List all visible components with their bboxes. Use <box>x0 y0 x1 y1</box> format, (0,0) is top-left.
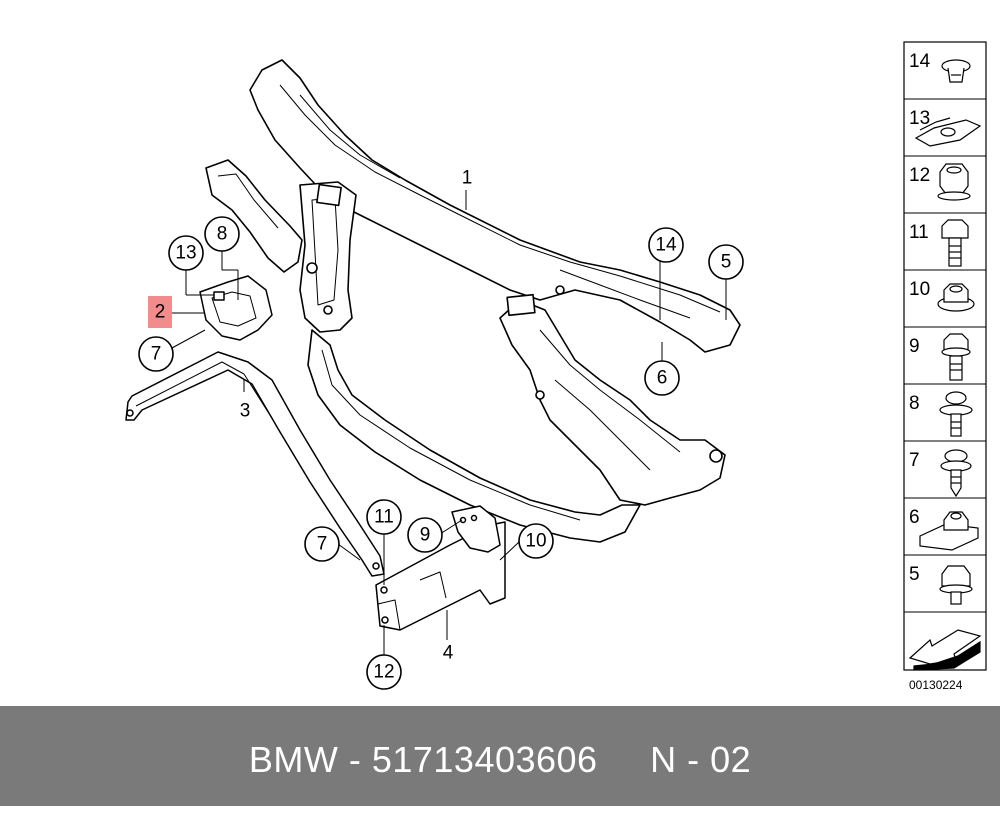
legend-item-8: 8 <box>909 391 973 437</box>
legend-item-14: 14 <box>909 51 971 83</box>
callout-6: 6 <box>644 360 680 396</box>
parts-diagram: 5 6 7 7 8 9 10 11 12 13 14 2 <box>125 41 987 690</box>
legend-item-7: 7 <box>909 449 972 498</box>
footer-bar: BMW - 51713403606 N - 02 <box>0 706 1000 806</box>
svg-text:13: 13 <box>175 243 196 264</box>
flange-nut-icon <box>937 283 975 312</box>
callout-7-lower: 7 <box>304 526 340 562</box>
diagram-id: 00130224 <box>909 678 963 692</box>
svg-text:6: 6 <box>909 507 920 528</box>
svg-text:13: 13 <box>909 108 930 129</box>
svg-text:10: 10 <box>909 279 930 300</box>
strut-part <box>125 351 385 577</box>
legend-item-9: 9 <box>909 333 971 381</box>
part-label-1: 1 <box>462 168 473 189</box>
callout-9: 9 <box>407 517 443 553</box>
svg-text:11: 11 <box>374 507 394 528</box>
clip-fastener-icon <box>941 59 971 83</box>
svg-text:8: 8 <box>217 224 228 245</box>
svg-text:8: 8 <box>909 393 920 414</box>
self-tapping-screw-icon <box>940 449 972 498</box>
callout-12: 12 <box>366 654 402 690</box>
part-label-3: 3 <box>240 401 251 422</box>
svg-text:10: 10 <box>525 531 546 552</box>
callout-5: 5 <box>708 244 744 280</box>
svg-text:7: 7 <box>151 344 162 365</box>
footer-part-number: BMW - 51713403606 N - 02 <box>248 739 752 780</box>
holder-part <box>375 505 506 631</box>
spring-nut-clip-icon <box>914 117 982 147</box>
callout-11: 11 <box>366 499 402 535</box>
svg-text:5: 5 <box>721 252 732 273</box>
legend-item-13: 13 <box>909 108 982 147</box>
callout-2-highlighted: 2 <box>148 296 172 328</box>
svg-text:14: 14 <box>909 51 931 72</box>
svg-text:6: 6 <box>657 368 668 389</box>
svg-text:14: 14 <box>655 235 677 256</box>
leader-lines <box>171 190 727 655</box>
svg-text:5: 5 <box>909 564 920 585</box>
callout-13: 13 <box>168 235 204 271</box>
svg-text:7: 7 <box>317 534 328 555</box>
hex-bolt-icon <box>941 219 969 267</box>
part-label-4: 4 <box>443 643 454 664</box>
svg-text:2: 2 <box>155 302 166 323</box>
legend-item-5: 5 <box>909 564 973 605</box>
svg-text:12: 12 <box>909 165 930 186</box>
legend-item-10: 10 <box>909 279 975 312</box>
callout-10: 10 <box>518 523 554 559</box>
svg-text:7: 7 <box>909 450 920 471</box>
front-carrier-frame <box>205 59 741 543</box>
legend-item-12: 12 <box>909 163 971 201</box>
legend-item-11: 11 <box>909 219 969 267</box>
svg-text:11: 11 <box>909 222 929 243</box>
callout-8: 8 <box>204 216 240 252</box>
hex-bolt-with-washer-icon <box>941 333 971 381</box>
fastener-legend: 14 13 12 11 <box>903 41 987 671</box>
hex-collar-nut-icon <box>937 163 971 201</box>
svg-text:12: 12 <box>373 662 394 683</box>
direction-arrow-icon <box>908 629 982 671</box>
callout-7-upper: 7 <box>138 336 174 372</box>
clip-nut-icon <box>919 511 979 551</box>
bracket-part <box>199 275 273 341</box>
hex-collar-bolt-icon <box>939 565 973 605</box>
svg-text:9: 9 <box>420 525 431 546</box>
bolt-with-washer-icon <box>939 391 973 437</box>
legend-item-6: 6 <box>909 507 979 551</box>
svg-text:9: 9 <box>909 336 920 357</box>
callout-14: 14 <box>648 227 684 263</box>
